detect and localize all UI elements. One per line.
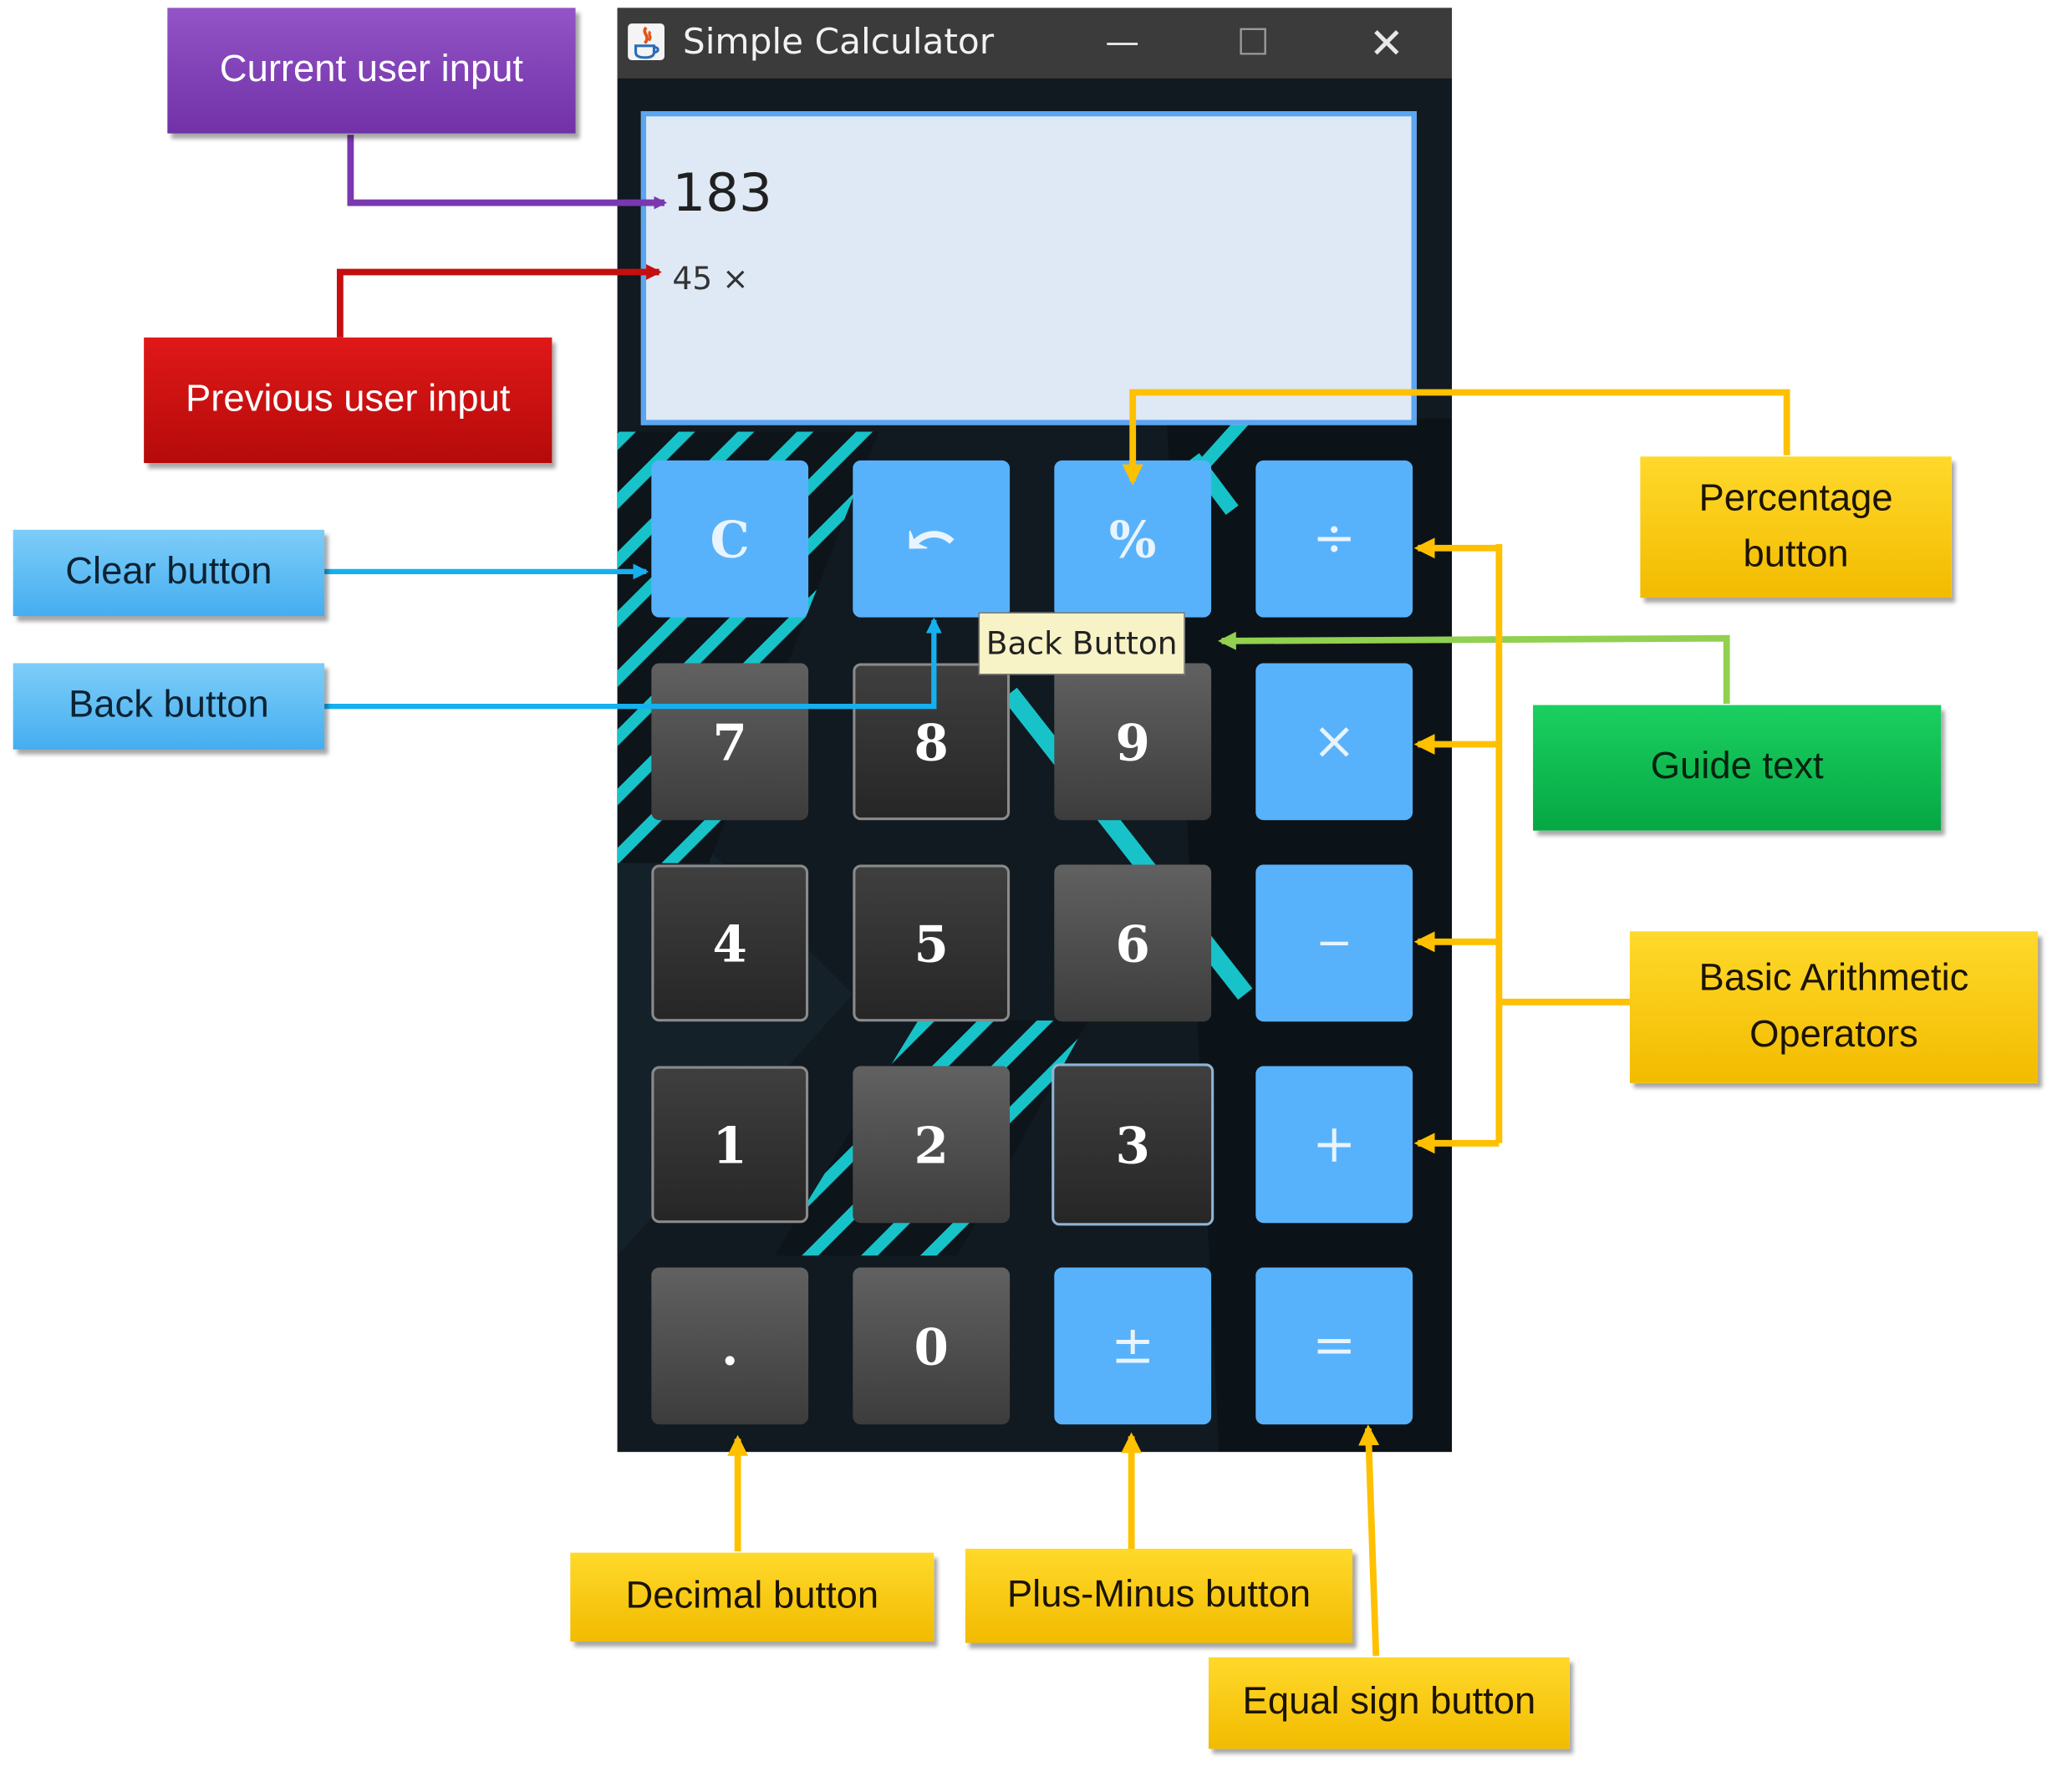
back-button-tooltip: Back Button: [978, 612, 1185, 675]
seven-button[interactable]: 7: [651, 663, 809, 821]
multiply-button[interactable]: ×: [1255, 663, 1413, 821]
window-title: Simple Calculator: [682, 22, 995, 64]
arithmetic-label-line1: Basic Arithmetic: [1698, 956, 1969, 999]
java-app-icon: [628, 23, 665, 60]
eight-button[interactable]: 8: [853, 663, 1011, 821]
five-button[interactable]: 5: [853, 864, 1011, 1022]
back-button[interactable]: ⤺: [853, 460, 1011, 618]
two-button[interactable]: 2: [853, 1066, 1011, 1224]
maximize-button[interactable]: ☐: [1236, 21, 1270, 64]
divide-button[interactable]: ÷: [1255, 460, 1413, 618]
plus-minus-button-label: Plus-Minus button: [965, 1548, 1353, 1643]
calculator-window: Simple Calculator — ☐ ✕: [617, 8, 1453, 1453]
previous-input-label: Previous user input: [144, 337, 552, 464]
one-button[interactable]: 1: [651, 1066, 809, 1224]
percentage-label-line2: button: [1743, 533, 1849, 576]
plus-minus-button[interactable]: ±: [1054, 1267, 1212, 1425]
current-input-label: Current user input: [167, 8, 576, 134]
percent-button[interactable]: %: [1054, 460, 1212, 618]
guide-text-label: Guide text: [1533, 705, 1942, 831]
equal-sign-button-label: Equal sign button: [1208, 1657, 1570, 1749]
previous-input-text: 45 ×: [672, 260, 749, 298]
decimal-button-label: Decimal button: [570, 1552, 934, 1642]
equal-sign-button-arrow: [1358, 1424, 1380, 1657]
nine-button[interactable]: 9: [1054, 663, 1212, 821]
subtract-button[interactable]: −: [1255, 864, 1413, 1022]
arithmetic-operators-label: Basic Arithmetic Operators: [1629, 931, 2039, 1083]
three-button[interactable]: 3: [1052, 1063, 1214, 1226]
close-button[interactable]: ✕: [1368, 18, 1404, 69]
previous-input-arrow: [336, 264, 662, 338]
six-button[interactable]: 6: [1054, 864, 1212, 1022]
decimal-button[interactable]: .: [651, 1267, 809, 1425]
calculator-display: 183 45 ×: [640, 111, 1417, 425]
zero-button[interactable]: 0: [853, 1267, 1011, 1425]
add-button[interactable]: +: [1255, 1066, 1413, 1224]
equals-button[interactable]: =: [1255, 1267, 1413, 1425]
clear-button-label: Clear button: [13, 529, 325, 617]
title-bar[interactable]: Simple Calculator — ☐ ✕: [617, 8, 1453, 79]
percentage-button-label: Percentage button: [1640, 456, 1952, 598]
back-button-label: Back button: [13, 663, 325, 750]
arithmetic-label-line2: Operators: [1749, 1013, 1918, 1056]
clear-button[interactable]: C: [651, 460, 809, 618]
minimize-button[interactable]: —: [1105, 23, 1140, 64]
percentage-label-line1: Percentage: [1698, 476, 1893, 519]
current-input-text: 183: [672, 163, 772, 224]
four-button[interactable]: 4: [651, 864, 809, 1022]
